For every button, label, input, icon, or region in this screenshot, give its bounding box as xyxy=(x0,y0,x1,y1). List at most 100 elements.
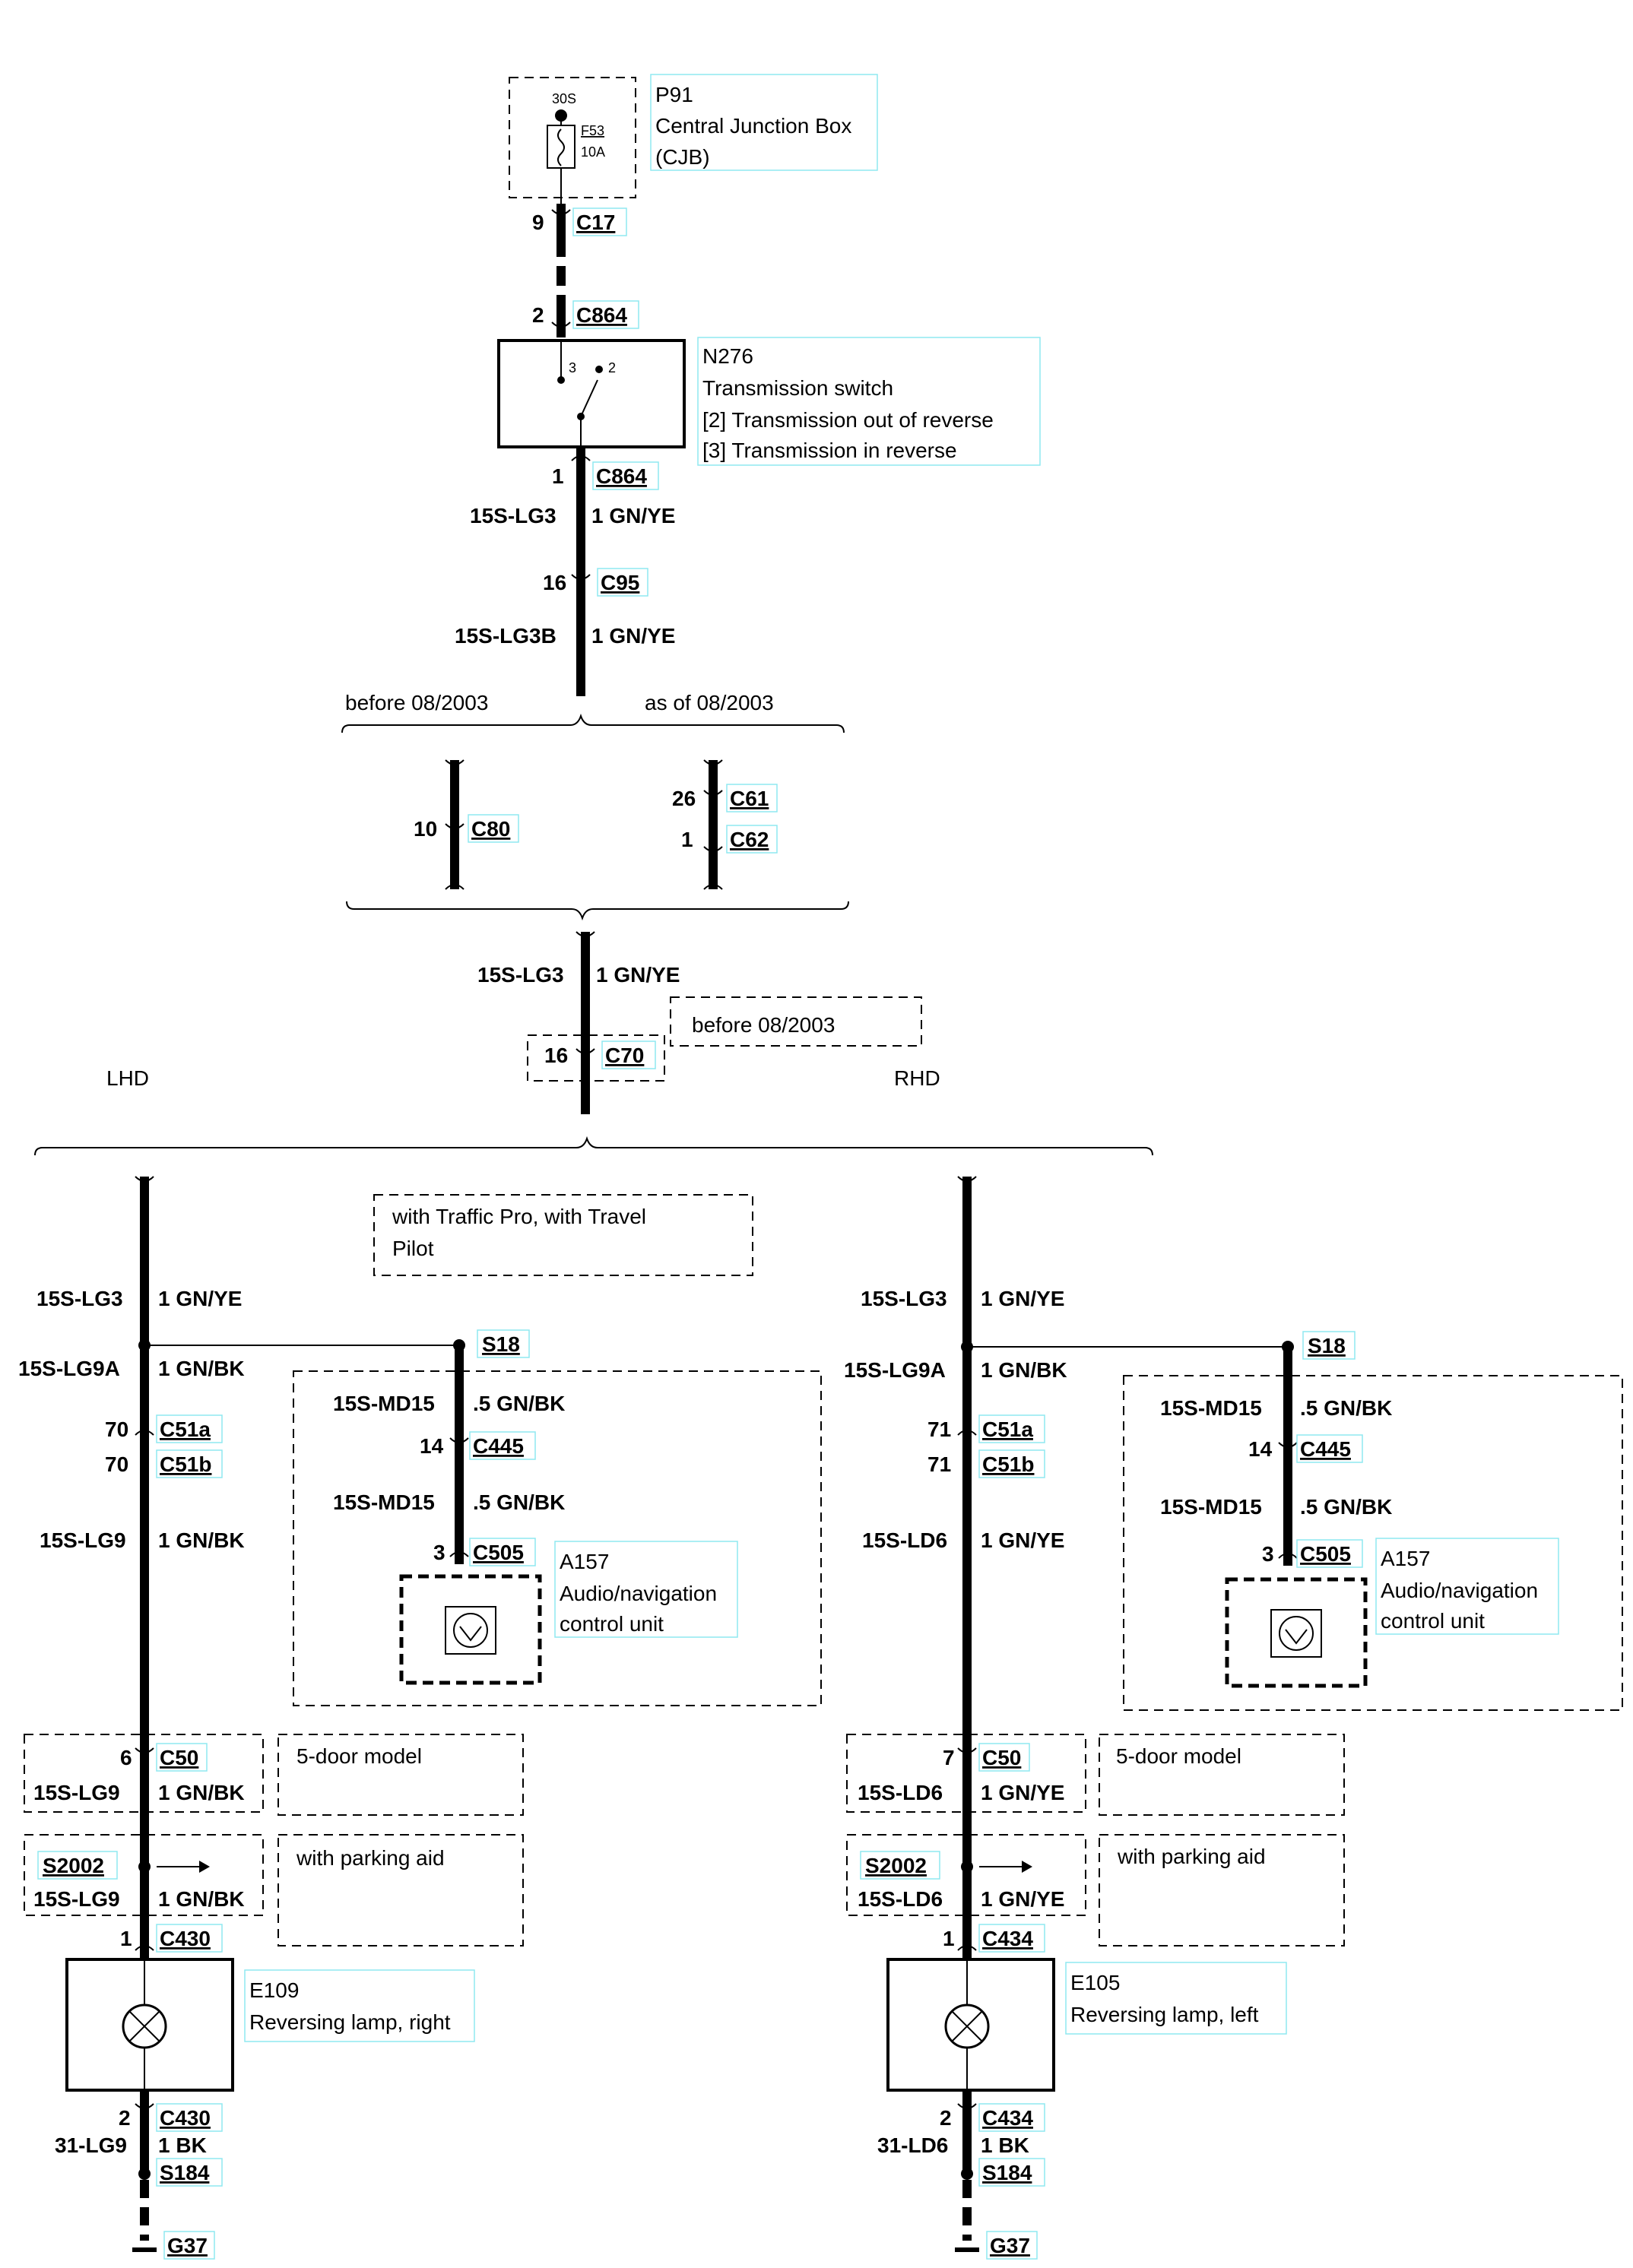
connector-symbol xyxy=(1278,1553,1298,1559)
switch-contact-2 xyxy=(595,366,603,373)
connector-id: C434 xyxy=(982,1927,1033,1950)
pin-number: 1 xyxy=(120,1927,132,1950)
pin-number: 14 xyxy=(420,1434,444,1458)
switch-pin-3: 3 xyxy=(569,360,576,375)
parking-note-box xyxy=(277,1834,524,1946)
c50-dashed-box xyxy=(24,1734,264,1813)
pin-number: 16 xyxy=(543,571,566,594)
connector-label-box xyxy=(978,1743,1030,1772)
fuse-pin-label: 30S xyxy=(552,91,576,106)
wire-spec: 1 GN/YE xyxy=(981,1528,1064,1552)
wire-circuit: 31-LD6 xyxy=(877,2133,948,2157)
lhd-rhd-brace xyxy=(34,1136,1153,1156)
arrow-right-icon xyxy=(1022,1861,1032,1873)
lamp-icon-cross xyxy=(951,2010,983,2042)
connector-id: C864 xyxy=(596,464,647,488)
connector-symbol xyxy=(445,884,465,890)
connector-label-box xyxy=(978,1924,1045,1953)
switch-id: N276 xyxy=(702,344,753,368)
connector-symbol xyxy=(445,759,465,765)
pin-number: 1 xyxy=(552,464,564,488)
audio-unit-box xyxy=(1225,1577,1368,1688)
connector-id: C17 xyxy=(576,211,615,234)
lamp-label-box xyxy=(244,1969,475,2042)
audio-unit-icon-frame xyxy=(1270,1609,1322,1658)
traffic-note-1: with Traffic Pro, with Travel xyxy=(392,1205,646,1228)
c70-note-box xyxy=(670,996,922,1047)
splice-label-box xyxy=(477,1329,530,1358)
connector-id: C505 xyxy=(1300,1542,1351,1566)
connector-symbol xyxy=(957,1176,977,1182)
connector-c864-bottom: 1 C864 xyxy=(552,455,659,490)
audio-dashed-area xyxy=(293,1370,822,1706)
wire-spec: 1 GN/BK xyxy=(158,1357,245,1380)
splice-dot xyxy=(961,2168,973,2180)
audio-label-box xyxy=(1375,1538,1559,1635)
switch-label-box xyxy=(697,337,1041,466)
connector-label-box xyxy=(572,207,627,236)
connector-id: C445 xyxy=(1300,1437,1351,1461)
pin-number: 71 xyxy=(927,1418,951,1441)
parking-note: with parking aid xyxy=(1117,1845,1266,1868)
connector-symbol xyxy=(551,322,571,328)
connector-symbol xyxy=(449,1437,469,1443)
lamp-box xyxy=(65,1958,234,2092)
connector-id: C430 xyxy=(160,2106,211,2130)
five-door-note-box xyxy=(277,1734,524,1816)
transmission-switch: 3 2 N276 Transmission switch [2] Transmi… xyxy=(497,337,1041,466)
pin-number: 70 xyxy=(105,1418,128,1441)
parking-note: with parking aid xyxy=(296,1846,445,1870)
switch-contact-3 xyxy=(557,376,565,384)
connector-id: C51b xyxy=(160,1452,211,1476)
five-door-note: 5-door model xyxy=(1116,1744,1241,1768)
wire-spec: .5 GN/BK xyxy=(473,1490,565,1514)
splice-label-box xyxy=(37,1851,118,1880)
connector-symbol xyxy=(576,931,595,937)
wire-spec: 1 GN/BK xyxy=(981,1358,1067,1382)
connector-label-box xyxy=(156,1449,223,1478)
splice-s184: S184 xyxy=(982,2161,1032,2184)
pin-number: 2 xyxy=(532,303,544,327)
connector-id: C445 xyxy=(473,1434,524,1458)
s2002-dashed-box xyxy=(846,1834,1086,1916)
rhd-branch: 15S-LG3 1 GN/YE S18 15S-LG9A 1 GN/BK 15S… xyxy=(844,1176,1623,2260)
connector-id: C430 xyxy=(160,1927,211,1950)
connector-id: C505 xyxy=(473,1541,524,1564)
connector-label-box xyxy=(726,825,778,854)
pin-number: 71 xyxy=(927,1452,951,1476)
audio-dashed-area xyxy=(1123,1375,1623,1711)
connector-symbol xyxy=(576,1048,595,1054)
connector-label-box xyxy=(1296,1434,1363,1463)
splice-label-box xyxy=(1302,1331,1356,1360)
connector-label-box xyxy=(597,568,648,597)
wire-spec: 1 GN/BK xyxy=(158,1887,245,1911)
wire-circuit: 15S-LG9 xyxy=(40,1528,126,1552)
audio-name: Audio/navigation xyxy=(560,1582,717,1605)
connector-symbol xyxy=(703,884,723,890)
audio-id: A157 xyxy=(560,1550,609,1573)
wire-circuit: 15S-LG3 xyxy=(477,963,564,987)
connector-symbol xyxy=(571,455,591,461)
wire-circuit: 15S-MD15 xyxy=(333,1392,435,1415)
audio-unit-icon-mark xyxy=(1285,1629,1308,1645)
connector-id: C70 xyxy=(605,1044,644,1067)
label-rhd: RHD xyxy=(894,1066,940,1090)
fuse-id-label: F53 xyxy=(581,123,604,138)
connector-symbol xyxy=(957,2103,977,2109)
connector-label-box xyxy=(1296,1539,1363,1568)
wire-circuit: 15S-LG9 xyxy=(33,1887,120,1911)
audio-unit-icon-mark xyxy=(459,1626,482,1642)
cjb-id: P91 xyxy=(655,83,693,106)
connector-id: C864 xyxy=(576,303,627,327)
connector-symbol xyxy=(135,1430,154,1436)
cjb-abbr: (CJB) xyxy=(655,145,710,169)
wire-spec: 1 GN/YE xyxy=(981,1887,1064,1911)
connector-symbol xyxy=(445,823,465,829)
splice-label-box xyxy=(978,2158,1045,2187)
connector-symbol xyxy=(135,1747,154,1753)
pin-number: 1 xyxy=(943,1927,955,1950)
lhd-branch: with Traffic Pro, with Travel Pilot 15S-… xyxy=(18,1176,822,2260)
switch-state-2: [2] Transmission out of reverse xyxy=(702,408,994,432)
connector-label-box xyxy=(978,1414,1045,1443)
connector-label-box xyxy=(469,1538,536,1566)
